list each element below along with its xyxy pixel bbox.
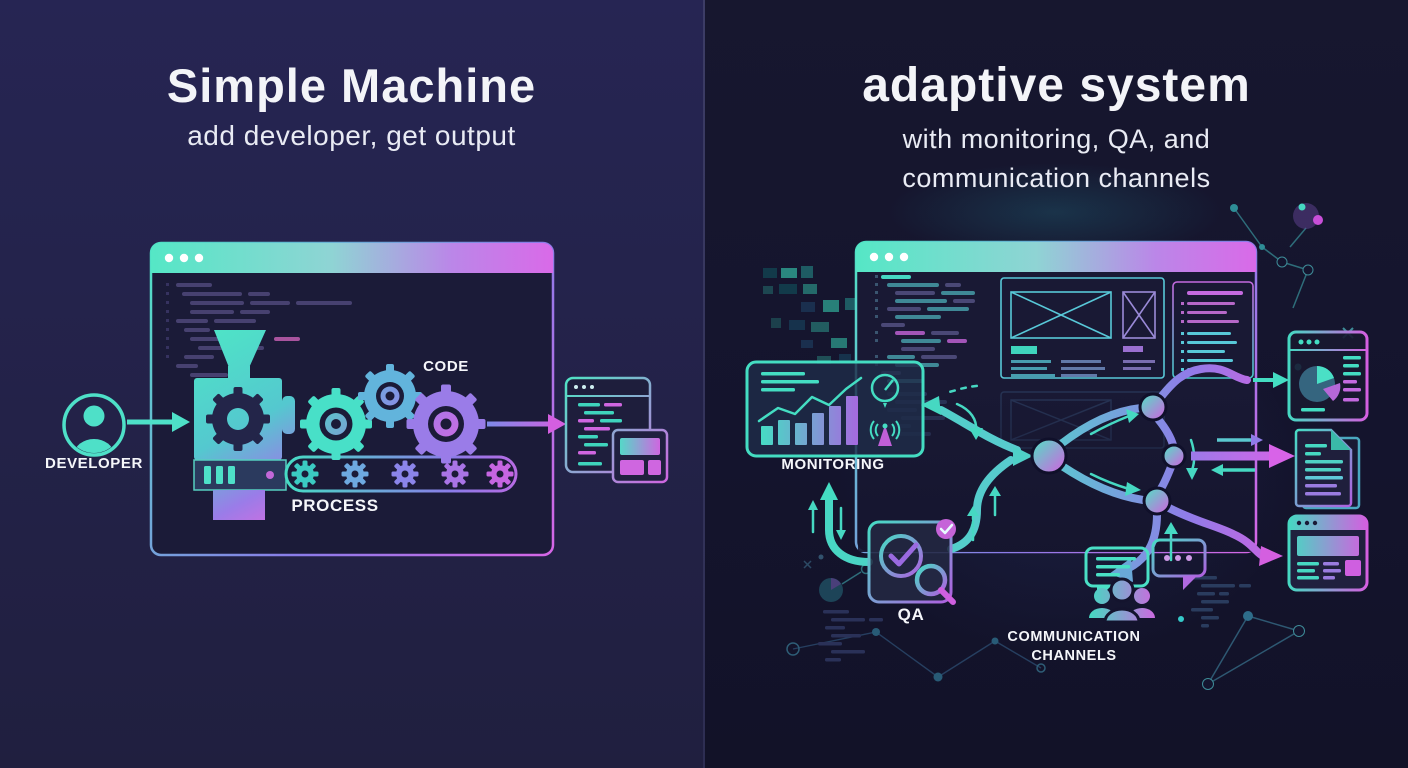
wireframe-sidebar — [1172, 281, 1254, 379]
code-lines-decoration — [1191, 576, 1251, 628]
planet-decoration — [1293, 203, 1319, 229]
corner-check-icon — [936, 519, 956, 539]
bar-chart-icon — [761, 396, 858, 445]
arrow-to-monitoring — [921, 396, 941, 415]
constellation-decoration — [1207, 615, 1300, 685]
simple-machine-scene — [62, 241, 669, 557]
node-decoration — [1276, 256, 1288, 268]
output-card-icon — [611, 428, 669, 484]
output-arrow-icon — [487, 414, 566, 434]
gear-icon — [206, 387, 270, 451]
window-dots-icon — [869, 252, 909, 262]
gauge-icon — [870, 373, 900, 408]
right-panel: adaptive system with monitoring, QA, and… — [705, 0, 1408, 768]
qa-panel — [867, 519, 956, 605]
qa-check-icon — [879, 534, 923, 578]
code-label: CODE — [423, 358, 469, 375]
dot-decoration — [1243, 611, 1253, 621]
left-title: Simple Machine — [166, 59, 537, 112]
arrow-to-node — [1013, 446, 1033, 466]
left-subtitle: add developer, get output — [187, 120, 516, 151]
developer-label: DEVELOPER — [45, 455, 143, 472]
communication-label-line2: CHANNELS — [1031, 648, 1117, 664]
thin-arrows — [811, 402, 1196, 562]
gear-icon — [406, 384, 486, 464]
website-window-icon — [1287, 514, 1369, 592]
report-pie-icon — [1299, 365, 1341, 402]
right-title: adaptive system — [862, 59, 1251, 112]
code-lines-decoration — [818, 610, 883, 662]
dot-decoration — [1178, 616, 1184, 622]
process-label: PROCESS — [291, 496, 379, 515]
adaptive-system-scene — [745, 203, 1369, 690]
communication-label: COMMUNICATION CHANNELS — [979, 628, 1169, 666]
arrow-to-website — [1259, 546, 1283, 566]
panel-divider — [703, 0, 705, 768]
thin-arrowheads — [808, 384, 1198, 540]
right-subtitle-line1: with monitoring, QA, and — [902, 124, 1211, 154]
communication-label-line1: COMMUNICATION — [1007, 629, 1141, 645]
qa-label: QA — [897, 605, 925, 624]
window-dots-icon — [164, 253, 204, 263]
pie-chart-decoration — [819, 563, 872, 602]
gear-icon — [300, 388, 372, 460]
wireframe-mockup — [1000, 277, 1165, 379]
pixel-mosaic-decoration — [763, 266, 857, 364]
belt-gears — [291, 460, 514, 488]
trend-line — [757, 376, 863, 423]
dot-decoration — [1298, 203, 1306, 211]
conveyor-belt-icon — [284, 455, 518, 493]
gear-icon — [358, 364, 422, 428]
developer-avatar-icon — [62, 393, 126, 457]
x-mark-decoration — [803, 560, 812, 569]
document-arrows — [1191, 372, 1295, 476]
machine — [193, 330, 295, 520]
antenna-icon — [869, 420, 901, 446]
monitoring-dashboard — [745, 360, 925, 458]
network-node-icon — [1030, 392, 1187, 516]
arrow-up — [820, 482, 838, 500]
magnifier-icon — [914, 563, 956, 605]
input-arrow-icon — [127, 412, 190, 432]
monitoring-label: MONITORING — [781, 456, 885, 473]
node-decoration — [1202, 678, 1214, 690]
node-decoration — [1302, 264, 1314, 276]
chat-bubble-icon — [1151, 538, 1207, 590]
dot-decoration — [1313, 215, 1323, 225]
output-window-icon — [564, 376, 669, 484]
report-window-icon — [1287, 330, 1369, 422]
node-decoration — [1293, 625, 1305, 637]
right-subtitle-line2: communication channels — [902, 163, 1211, 193]
right-subtitle: with monitoring, QA, and communication c… — [705, 120, 1408, 198]
left-panel: Simple Machine add developer, get output — [0, 0, 703, 768]
constellation-decoration — [786, 628, 1046, 682]
document-stack-icon — [1294, 428, 1361, 510]
dot-decoration — [1230, 204, 1238, 212]
dot-decoration — [818, 554, 824, 560]
dot-decoration — [1259, 244, 1265, 250]
team-icon — [1089, 577, 1155, 624]
funnel-icon — [214, 330, 266, 370]
